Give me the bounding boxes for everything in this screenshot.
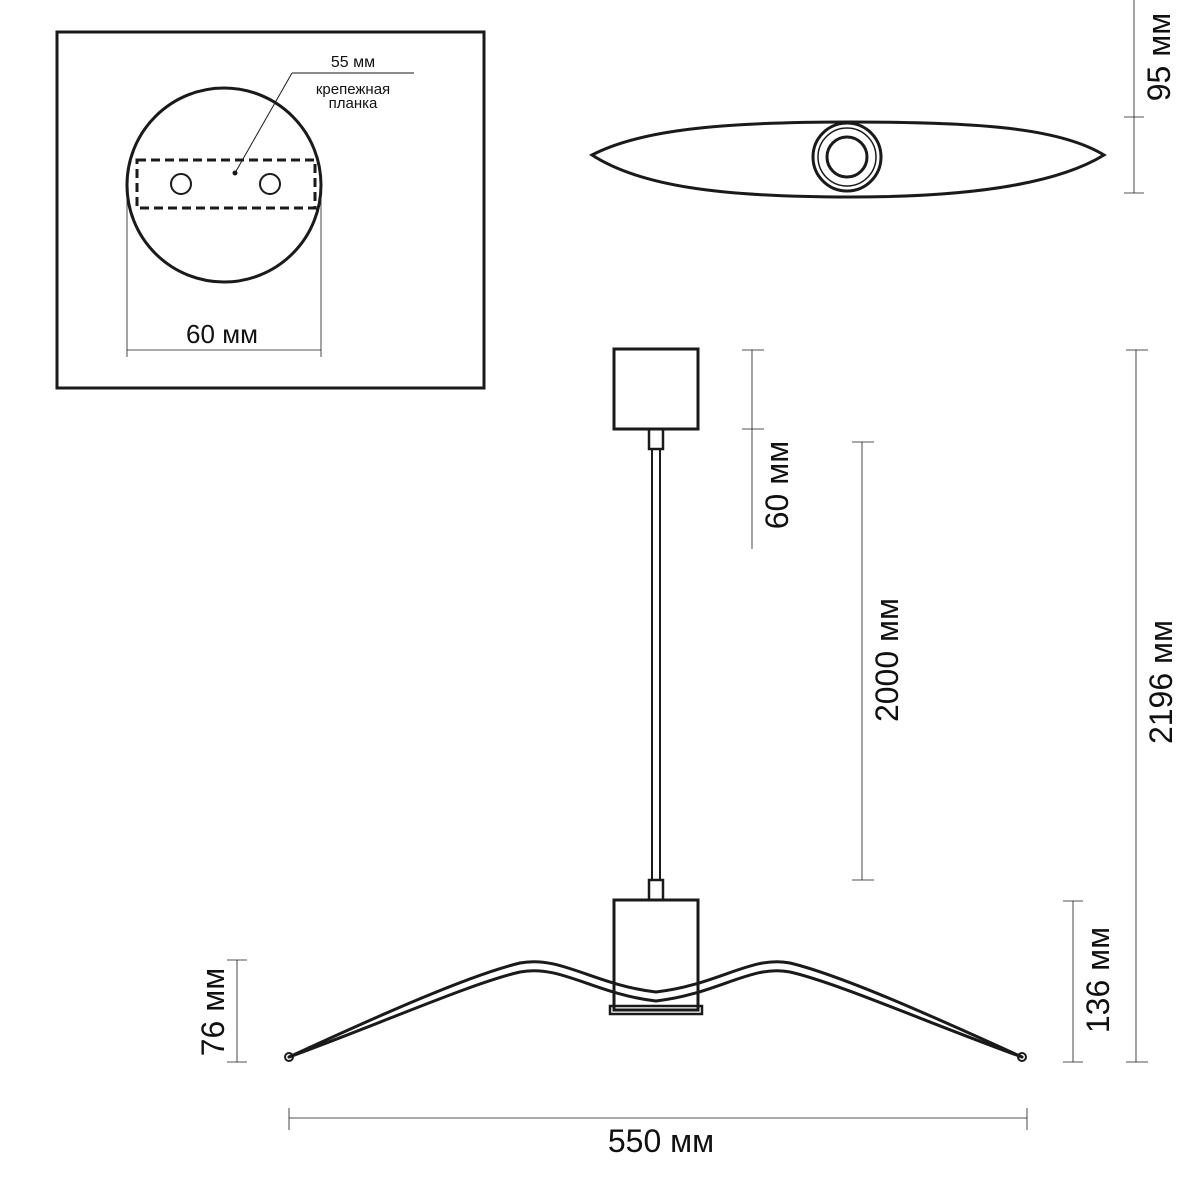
stem-ring-inner [825,135,869,179]
total-height-label: 2196 мм [1143,620,1179,744]
width-label: 550 мм [608,1123,714,1159]
top-view: 95 мм [589,0,1177,199]
stem-ring-middle [817,127,877,187]
inset-frame [55,30,486,390]
lamp-holder-base [608,1004,704,1016]
canopy-inset: 55 мм крепежная планка 60 мм [55,30,486,390]
canopy-body [612,347,700,431]
mounting-hole-left [170,173,192,195]
lamp-holder [612,898,700,1012]
plate-label-line1: крепежная [316,81,390,98]
canopy-height-label: 60 мм [759,441,795,529]
wing-tip-left [284,1052,294,1062]
bottom-cable-grip [647,878,665,902]
side-view: 60 мм 2000 мм 2196 мм 136 мм 76 мм 550 м… [195,347,1179,1159]
stem-ring-outer [811,121,883,193]
plate-leader-line [234,72,293,174]
plate-label-line2: планка [329,95,378,112]
plate-width-label: 55 мм [331,54,375,71]
diameter-label: 60 мм [186,319,258,349]
wing-height-label: 76 мм [195,968,231,1056]
depth-label: 95 мм [1141,13,1177,101]
shade-top-outline [589,120,1107,199]
mounting-plate [135,158,317,210]
wing-tip-right [1017,1052,1027,1062]
wing-shade-upper [287,960,1024,1059]
top-cable-grip [647,427,665,451]
canopy-circle [125,86,323,284]
cable-length-label: 2000 мм [869,598,905,722]
shade-height-label: 136 мм [1080,927,1116,1033]
wing-shade-lower [287,969,1024,1059]
mounting-hole-right [259,173,281,195]
